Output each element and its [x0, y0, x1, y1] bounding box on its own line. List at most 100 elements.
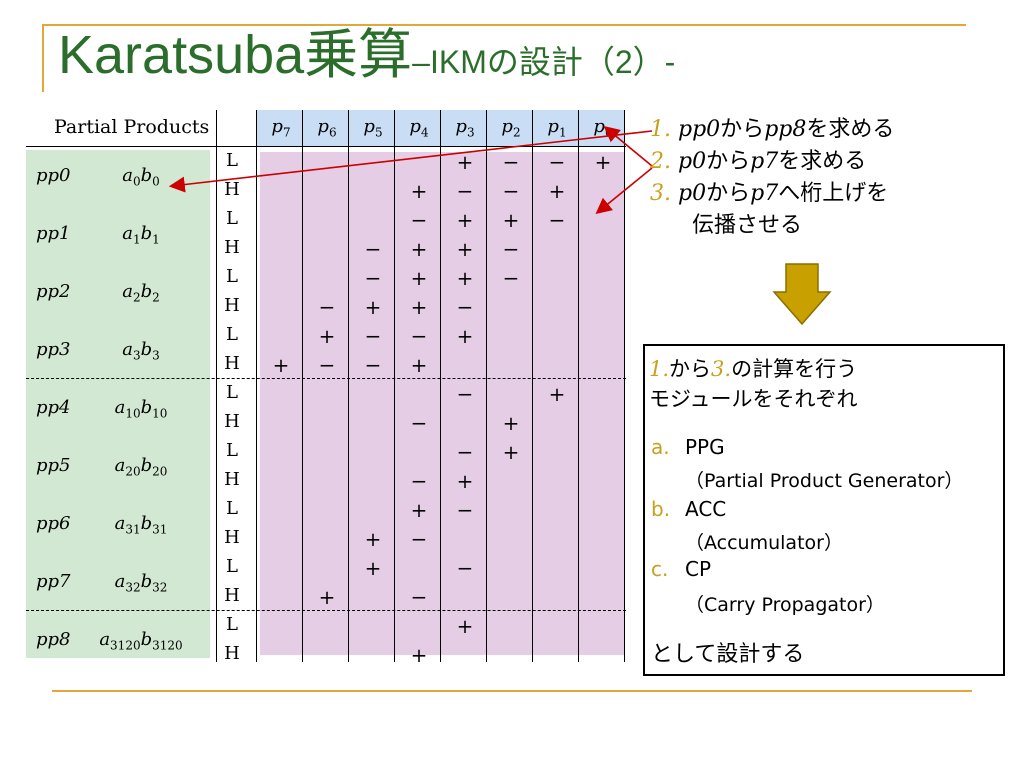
column-header-base: p	[593, 116, 605, 137]
sign-cell: +	[410, 237, 428, 261]
arrow-step1	[168, 130, 653, 193]
sign-cell: +	[272, 353, 290, 377]
title-sub: –IKMの設計（2）-	[412, 44, 676, 80]
sign-cell: −	[410, 469, 428, 493]
sign-cell: −	[456, 295, 474, 319]
row-L-label: L	[226, 382, 238, 403]
row-pp-label: pp5	[36, 455, 71, 476]
product-symbol: a	[99, 629, 111, 650]
sign-cell: +	[410, 498, 428, 522]
row-H-label: H	[224, 353, 240, 374]
product-symbol: a	[122, 281, 133, 302]
row-L-label: L	[226, 208, 238, 229]
row-product: a2b2	[66, 281, 216, 305]
step-kara: から	[706, 181, 751, 206]
bottom-rule	[52, 690, 972, 692]
intro-rest: の計算を行う	[731, 357, 858, 381]
column-header: p1	[534, 116, 580, 140]
pp-label-background	[26, 150, 210, 658]
sign-cell: +	[456, 237, 474, 261]
sign-cell: −	[548, 150, 566, 174]
row-pp-label: pp2	[36, 281, 71, 302]
row-pp-label: pp7	[36, 571, 71, 592]
column-header-base: p	[317, 116, 329, 137]
product-subscript: 32	[125, 580, 141, 595]
step-item: 2. p0からp7を求める	[650, 146, 894, 178]
down-arrow-icon	[772, 263, 832, 326]
sign-cell: −	[318, 295, 336, 319]
grid-vline	[440, 110, 441, 662]
column-header: p2	[488, 116, 534, 140]
sign-cell: −	[410, 411, 428, 435]
column-header: p5	[350, 116, 396, 140]
product-subscript: 0	[152, 174, 160, 189]
grid-vline	[394, 110, 395, 662]
column-header-base: p	[409, 116, 421, 137]
sign-cell: −	[364, 266, 382, 290]
sign-cell: +	[410, 179, 428, 203]
modules-box: 1.から3.の計算を行う モジュールをそれぞれ a.PPG （Partial P…	[643, 344, 1005, 676]
step-to: p7	[750, 181, 779, 206]
step-number: 3.	[650, 181, 671, 206]
row-H-label: H	[224, 295, 240, 316]
step-to: p7	[750, 149, 779, 174]
product-symbol: a	[114, 455, 126, 476]
row-L-label: L	[226, 556, 238, 577]
row-H-label: H	[224, 643, 240, 664]
sign-cell: +	[364, 556, 382, 580]
row-H-label: H	[224, 411, 240, 432]
sign-cell: −	[410, 324, 428, 348]
product-subscript: 2	[152, 290, 160, 305]
module-ppg: a.PPG	[651, 432, 725, 462]
sign-cell: −	[456, 498, 474, 522]
group-separator	[26, 378, 626, 379]
row-H-label: H	[224, 585, 240, 606]
sign-cell: +	[364, 295, 382, 319]
product-subscript: 31	[125, 522, 141, 537]
step-from: p0	[678, 181, 707, 206]
row-product: a3120b3120	[66, 629, 216, 653]
row-L-label: L	[226, 498, 238, 519]
product-subscript: 3120	[152, 638, 183, 653]
module-letter: a.	[651, 435, 670, 459]
column-header-base: p	[455, 116, 467, 137]
column-header-sub: 2	[512, 125, 521, 140]
grid-vline	[348, 110, 349, 662]
product-subscript: 20	[125, 464, 141, 479]
sign-cell: +	[410, 295, 428, 319]
sign-cell: +	[318, 324, 336, 348]
row-L-label: L	[226, 150, 238, 171]
grid-vline	[256, 110, 257, 662]
step-list: 1. pp0からpp8を求める 2. p0からp7を求める 3. p0からp7へ…	[650, 114, 894, 242]
row-H-label: H	[224, 469, 240, 490]
step-item: 1. pp0からpp8を求める	[650, 114, 894, 146]
sign-cell: +	[456, 208, 474, 232]
row-product: a31b31	[66, 513, 216, 537]
module-name: CP	[685, 557, 712, 581]
step-to: pp8	[764, 117, 807, 142]
sign-cell: −	[364, 324, 382, 348]
sign-cell: +	[548, 382, 566, 406]
step-from: pp0	[678, 117, 721, 142]
row-product: a20b20	[66, 455, 216, 479]
grid-vline	[216, 110, 217, 662]
sign-cell: −	[456, 179, 474, 203]
column-header: p3	[442, 116, 488, 140]
product-symbol: a	[122, 223, 133, 244]
row-L-label: L	[226, 324, 238, 345]
product-subscript: 20	[152, 464, 168, 479]
sign-cell: −	[548, 208, 566, 232]
row-L-label: L	[226, 614, 238, 635]
product-symbol: b	[140, 281, 153, 302]
sign-cell: −	[364, 353, 382, 377]
row-H-label: H	[224, 179, 240, 200]
step-rest: へ桁上げを	[778, 181, 889, 206]
product-symbol: b	[140, 223, 153, 244]
row-product: a3b3	[66, 339, 216, 363]
product-symbol: a	[122, 165, 133, 186]
arrow-step2	[603, 125, 653, 167]
sign-cell: +	[456, 324, 474, 348]
step-number: 1.	[650, 117, 671, 142]
column-header-base: p	[271, 116, 283, 137]
module-desc: （Accumulator）	[685, 532, 843, 554]
